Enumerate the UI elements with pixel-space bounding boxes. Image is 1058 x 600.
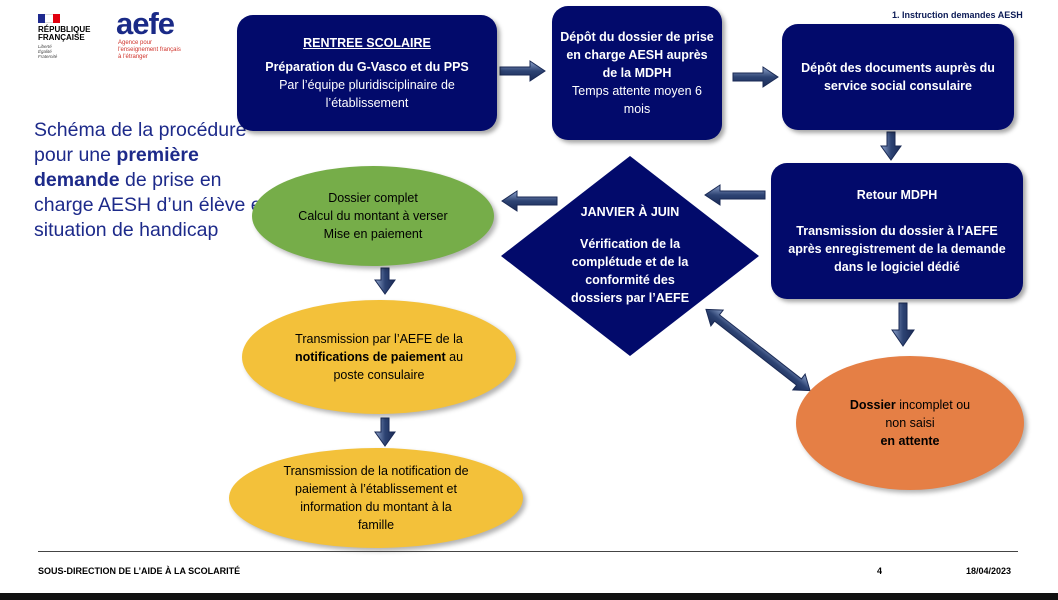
page-label: 1. Instruction demandes AESH — [892, 10, 1023, 20]
arrow-left-1 — [704, 184, 766, 206]
node-rentree-line1: Préparation du G-Vasco et du PPS — [265, 60, 469, 74]
arrow-down-2 — [891, 302, 915, 347]
node-transmission-poste-text: Transmission par l’AEFE de la notificati… — [288, 330, 470, 384]
node-complet-line3: Mise en paiement — [323, 227, 423, 241]
node-dossier-incomplet: Dossier incomplet ou non saisi en attent… — [796, 356, 1024, 490]
node-transmission-poste-bold: notifications de paiement — [294, 350, 446, 364]
node-transmission-etab-line1: Transmission de la notification de paiem… — [283, 464, 469, 532]
footer-divider — [38, 551, 1018, 552]
node-dossier-complet: Dossier complet Calcul du montant à vers… — [252, 166, 494, 266]
aefe-tagline: Agence pour l'enseignement français à l'… — [118, 40, 181, 60]
arrow-down-1 — [880, 131, 902, 161]
node-incomplet-text: Dossier incomplet ou non saisi — [848, 396, 972, 432]
node-janvier-juin: JANVIER À JUIN Vérification de la complé… — [560, 203, 700, 307]
node-janvier-juin-shape — [501, 156, 759, 356]
node-janvier-line1: Vérification de la complétude et de la c… — [570, 237, 690, 305]
node-rentree-line2: Par l’équipe pluridisciplinaire de l’éta… — [279, 78, 455, 110]
republique-francaise-title: RÉPUBLIQUE FRANÇAISE — [38, 25, 91, 42]
node-incomplet-text1: incomplet ou non saisi — [885, 398, 971, 430]
intro-text-start: Schéma de la procédure pour une — [34, 119, 247, 166]
node-retour-mdph: Retour MDPH Transmission du dossier à l’… — [771, 163, 1023, 299]
intro-text: Schéma de la procédure pour une première… — [34, 118, 274, 243]
bottom-bar — [0, 593, 1058, 600]
node-incomplet-bold2: en attente — [880, 434, 940, 448]
intro-text-bold: première demande — [34, 144, 199, 191]
node-retour-title: Retour MDPH — [856, 188, 938, 202]
arrow-right-2 — [732, 66, 779, 88]
node-complet-line2: Calcul du montant à verser — [298, 209, 448, 223]
node-rentree-scolaire: RENTREE SCOLAIRE Préparation du G-Vasco … — [237, 15, 497, 131]
intro-text-end: de prise en charge AESH d’un élève en si… — [34, 169, 273, 241]
node-depot-docs-line1: Dépôt des documents auprès du service so… — [801, 61, 995, 93]
node-depot-mdph-line2: Temps attente moyen 6 mois — [572, 84, 702, 116]
node-transmission-etablissement: Transmission de la notification de paiem… — [229, 448, 523, 548]
node-janvier-title: JANVIER À JUIN — [580, 205, 680, 219]
footer-date: 18/04/2023 — [966, 566, 1012, 576]
arrow-right-1 — [499, 60, 546, 82]
node-depot-documents: Dépôt des documents auprès du service so… — [782, 24, 1014, 130]
republique-motto: Liberté Égalité Fraternité — [38, 44, 58, 59]
footer-department: SOUS-DIRECTION DE L’AIDE À LA SCOLARITÉ — [38, 566, 241, 576]
aefe-logo: aefe — [116, 6, 175, 41]
node-complet-line1: Dossier complet — [328, 191, 418, 205]
arrow-down-4 — [374, 417, 396, 447]
footer-page-number: 4 — [877, 566, 883, 576]
arrow-left-2 — [501, 190, 558, 212]
arrow-down-3 — [374, 267, 396, 295]
node-retour-line1: Transmission du dossier à l’AEFE après e… — [788, 224, 1006, 274]
node-rentree-title: RENTREE SCOLAIRE — [303, 36, 431, 50]
node-transmission-poste: Transmission par l’AEFE de la notificati… — [242, 300, 516, 414]
node-incomplet-bold1: Dossier — [849, 398, 896, 412]
node-depot-mdph: Dépôt du dossier de prise en charge AESH… — [552, 6, 722, 140]
node-transmission-poste-part2: au poste consulaire — [333, 350, 464, 382]
republique-flag-icon — [38, 14, 60, 23]
node-transmission-poste-part1: Transmission par l’AEFE de la — [295, 332, 463, 346]
node-depot-mdph-line1: Dépôt du dossier de prise en charge AESH… — [560, 30, 714, 80]
